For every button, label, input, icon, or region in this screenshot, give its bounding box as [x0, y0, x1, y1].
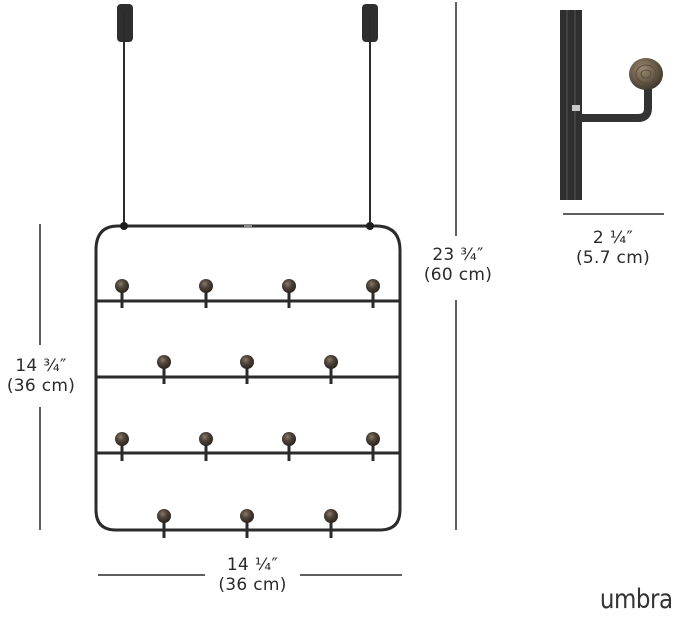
hook-row-1 — [115, 279, 380, 308]
total-height-label: 23 ¾″ (60 cm) — [414, 245, 502, 285]
brand-logo: umbra — [600, 584, 673, 615]
hook-row-2 — [157, 355, 338, 384]
dimension-lines — [39, 2, 664, 576]
door-clip-left — [117, 4, 133, 222]
width-metric: (36 cm) — [218, 575, 287, 595]
door-clip-right — [362, 4, 378, 222]
hook-side-detail — [560, 10, 663, 200]
hook-depth-imperial: 2 ¼″ — [592, 228, 634, 248]
width-label: 14 ¼″ (36 cm) — [205, 555, 300, 595]
hook-depth-metric: (5.7 cm) — [575, 248, 650, 268]
total-height-metric: (60 cm) — [423, 265, 493, 285]
hook-row-4 — [157, 509, 338, 538]
rack-height-label: 14 ¾″ (36 cm) — [0, 356, 82, 396]
hook-depth-label: 2 ¼″ (5.7 cm) — [560, 228, 666, 268]
rack-height-imperial: 14 ¾″ — [15, 356, 67, 376]
width-imperial: 14 ¼″ — [226, 555, 279, 575]
hook-row-3 — [115, 432, 380, 461]
total-height-imperial: 23 ¾″ — [432, 245, 484, 265]
rack-height-metric: (36 cm) — [6, 376, 76, 396]
